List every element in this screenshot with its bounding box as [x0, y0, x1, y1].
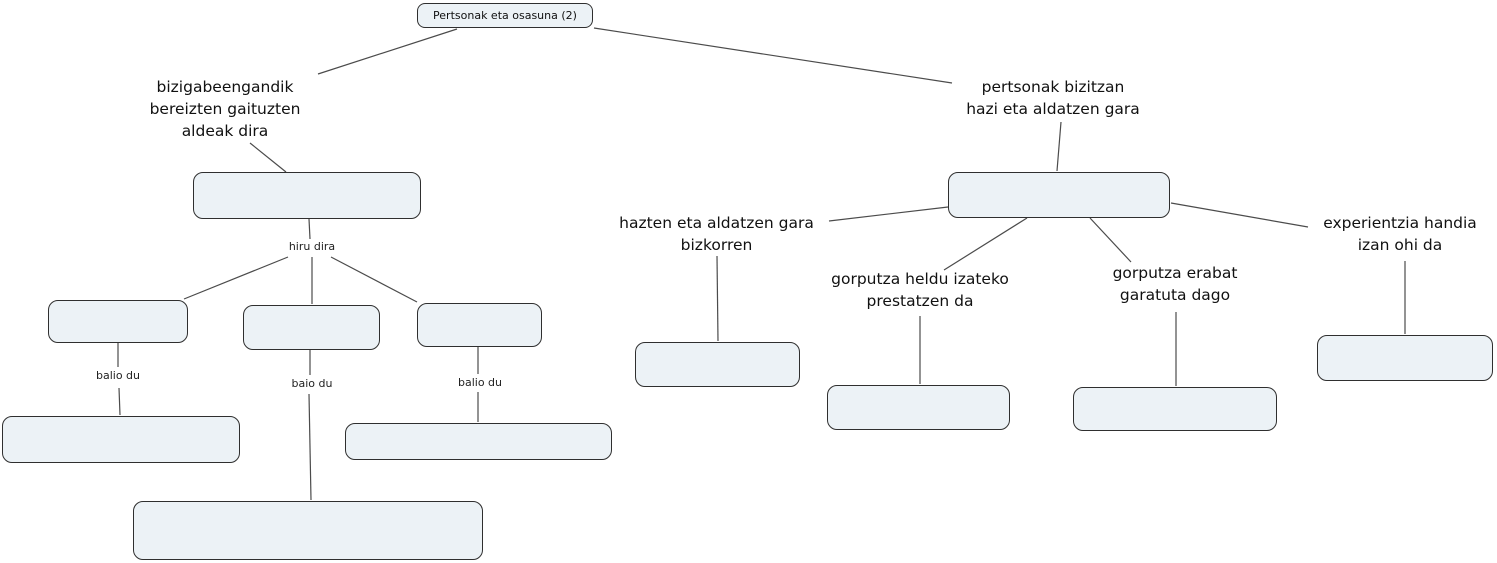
node-root-label: Pertsonak eta osasuna (2) [433, 9, 577, 22]
label-right-main[interactable]: pertsonak bizitzan hazi eta aldatzen gar… [966, 78, 1140, 118]
label-left-main[interactable]: bizigabeengandik bereizten gaituzten ald… [149, 78, 301, 140]
node-left-2-child[interactable] [133, 501, 483, 560]
link-label-balio-du-right[interactable]: balio du [438, 376, 522, 390]
node-left-1[interactable] [48, 300, 188, 343]
label-experientzia[interactable]: experientzia handia izan ohi da [1323, 214, 1477, 254]
connector-line [249, 142, 287, 173]
label-erabat[interactable]: gorputza erabat garatuta dago [1112, 264, 1238, 304]
connector-line [1089, 217, 1132, 263]
link-label-hiru-dira[interactable]: hiru dira [270, 240, 354, 254]
connector-line [183, 256, 289, 300]
connector-line [308, 218, 311, 240]
connector-line [118, 387, 121, 416]
connector-line [1170, 202, 1309, 228]
node-left-3-child[interactable] [345, 423, 612, 460]
node-experientzia-child[interactable] [1317, 335, 1493, 381]
connector-line [828, 206, 949, 222]
node-erabat-child[interactable] [1073, 387, 1277, 431]
connector-line [330, 256, 418, 303]
node-hazten-child[interactable] [635, 342, 800, 387]
label-heldu[interactable]: gorputza heldu izateko prestatzen da [831, 270, 1009, 310]
connector-line [317, 28, 458, 75]
node-left-2[interactable] [243, 305, 380, 350]
label-hazten[interactable]: hazten eta aldatzen gara bizkorren [619, 214, 814, 254]
node-left-1-child[interactable] [2, 416, 240, 463]
link-label-baio-du[interactable]: baio du [270, 377, 354, 391]
node-left-hub[interactable] [193, 172, 421, 219]
node-root[interactable]: Pertsonak eta osasuna (2) [417, 3, 593, 28]
node-right-hub[interactable] [948, 172, 1170, 218]
node-left-3[interactable] [417, 303, 542, 347]
link-label-balio-du-left[interactable]: balio du [76, 369, 160, 383]
connector-line [1056, 121, 1062, 172]
connector-line [716, 255, 719, 342]
connector-line [593, 27, 953, 84]
node-heldu-child[interactable] [827, 385, 1010, 430]
connector-line [943, 217, 1028, 271]
connector-line [308, 393, 312, 501]
